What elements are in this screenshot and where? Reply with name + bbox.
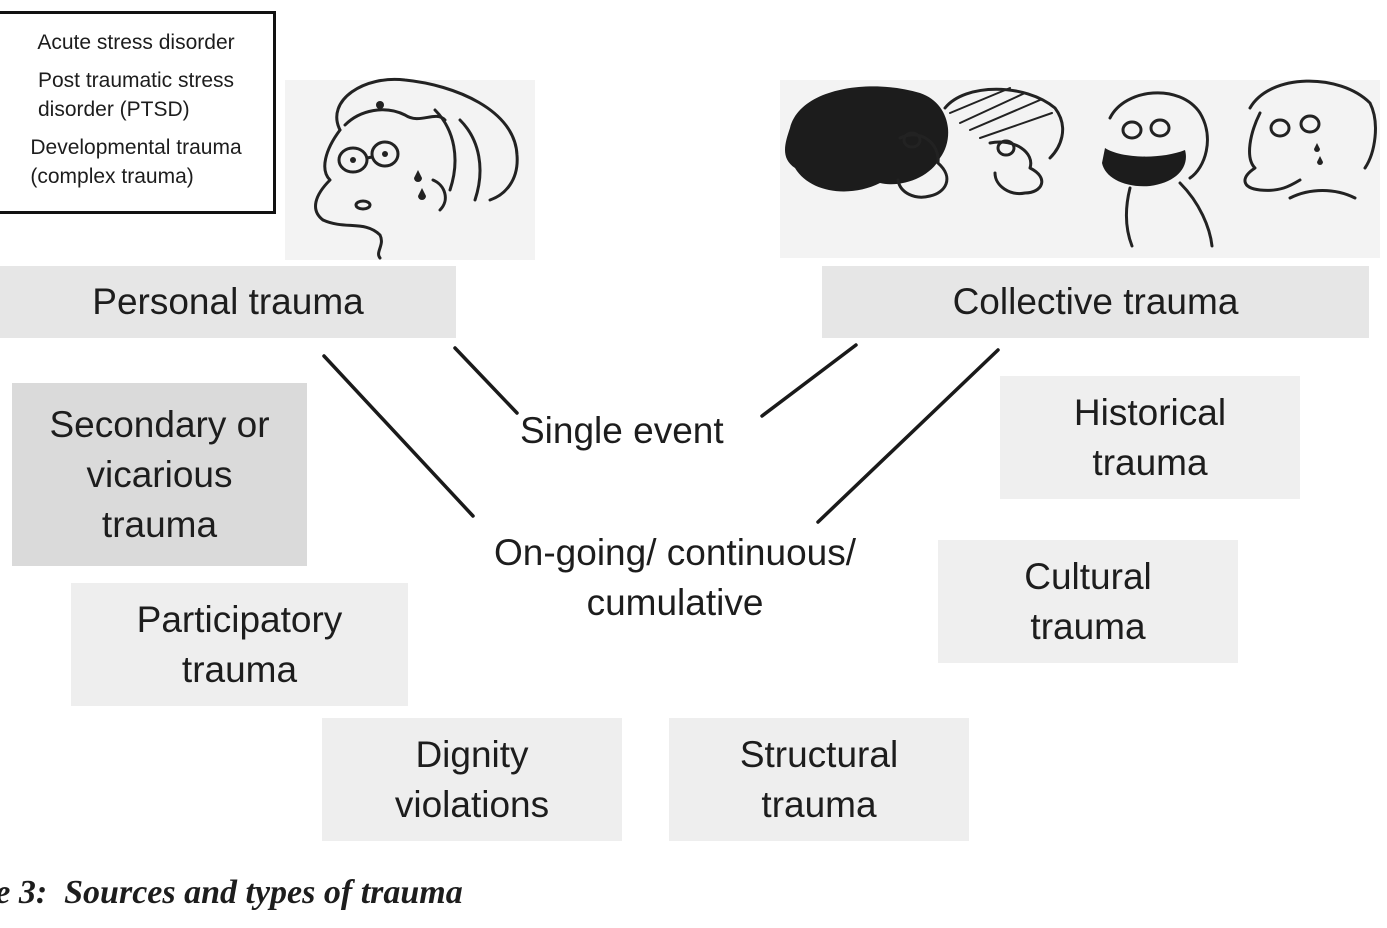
participatory-trauma-text: Participatory	[136, 598, 343, 640]
ongoing-text: On-going/ continuous/	[493, 532, 856, 573]
group-of-people-icon	[780, 79, 1380, 258]
connector-personal-ongoing	[322, 354, 475, 518]
historical-trauma-box: Historical trauma	[1000, 376, 1300, 499]
connector-collective-single	[760, 343, 858, 418]
ongoing-text: cumulative	[586, 582, 764, 623]
structural-trauma-text: trauma	[761, 783, 877, 825]
cultural-trauma-box: Cultural trauma	[938, 540, 1238, 663]
personal-trauma-label: Personal trauma	[92, 281, 364, 322]
legend-text: Acute stress disorder	[37, 31, 235, 54]
legend-text: (complex trauma)	[30, 165, 194, 188]
dignity-violations-box: Dignity violations	[322, 718, 622, 841]
secondary-trauma-box: Secondary or vicarious trauma	[12, 383, 307, 566]
participatory-trauma-text: trauma	[181, 648, 298, 690]
collective-trauma-box: Collective trauma	[822, 266, 1369, 338]
distressed-person-icon	[285, 77, 535, 260]
connector-collective-ongoing	[816, 348, 1000, 524]
participatory-trauma-box: Participatory trauma	[71, 583, 408, 706]
structural-trauma-box: Structural trauma	[669, 718, 969, 841]
secondary-trauma-text: trauma	[101, 503, 218, 545]
historical-trauma-text: trauma	[1092, 441, 1208, 483]
secondary-trauma-text: Secondary or	[49, 403, 270, 445]
dignity-violations-text: Dignity	[415, 733, 529, 775]
legend-item-developmental: Developmental trauma (complex trauma)	[30, 133, 241, 191]
connector-personal-single	[453, 346, 519, 415]
personal-trauma-box: Personal trauma	[0, 266, 456, 338]
dignity-violations-text: violations	[394, 783, 550, 825]
legend-text: Post traumatic stress	[37, 69, 235, 92]
ongoing-label: On-going/ continuous/ cumulative	[455, 528, 895, 628]
legend-item-ptsd: Post traumatic stress disorder (PTSD)	[38, 66, 234, 124]
collective-trauma-label: Collective trauma	[952, 281, 1239, 322]
cultural-trauma-text: trauma	[1030, 605, 1146, 647]
cultural-trauma-text: Cultural	[1024, 555, 1152, 597]
structural-trauma-text: Structural	[739, 733, 899, 775]
single-event-text: Single event	[520, 410, 724, 451]
legend-item-acute-stress: Acute stress disorder	[37, 28, 234, 57]
legend-text: disorder (PTSD)	[37, 98, 190, 121]
single-event-label: Single event	[520, 410, 724, 452]
legend-text: Developmental trauma	[30, 136, 242, 159]
secondary-trauma-text: vicarious	[86, 453, 233, 495]
historical-trauma-text: Historical	[1073, 391, 1227, 433]
disorders-legend-box: Acute stress disorder Post traumatic str…	[0, 11, 276, 214]
figure-caption: re 3: Sources and types of trauma	[0, 874, 463, 911]
